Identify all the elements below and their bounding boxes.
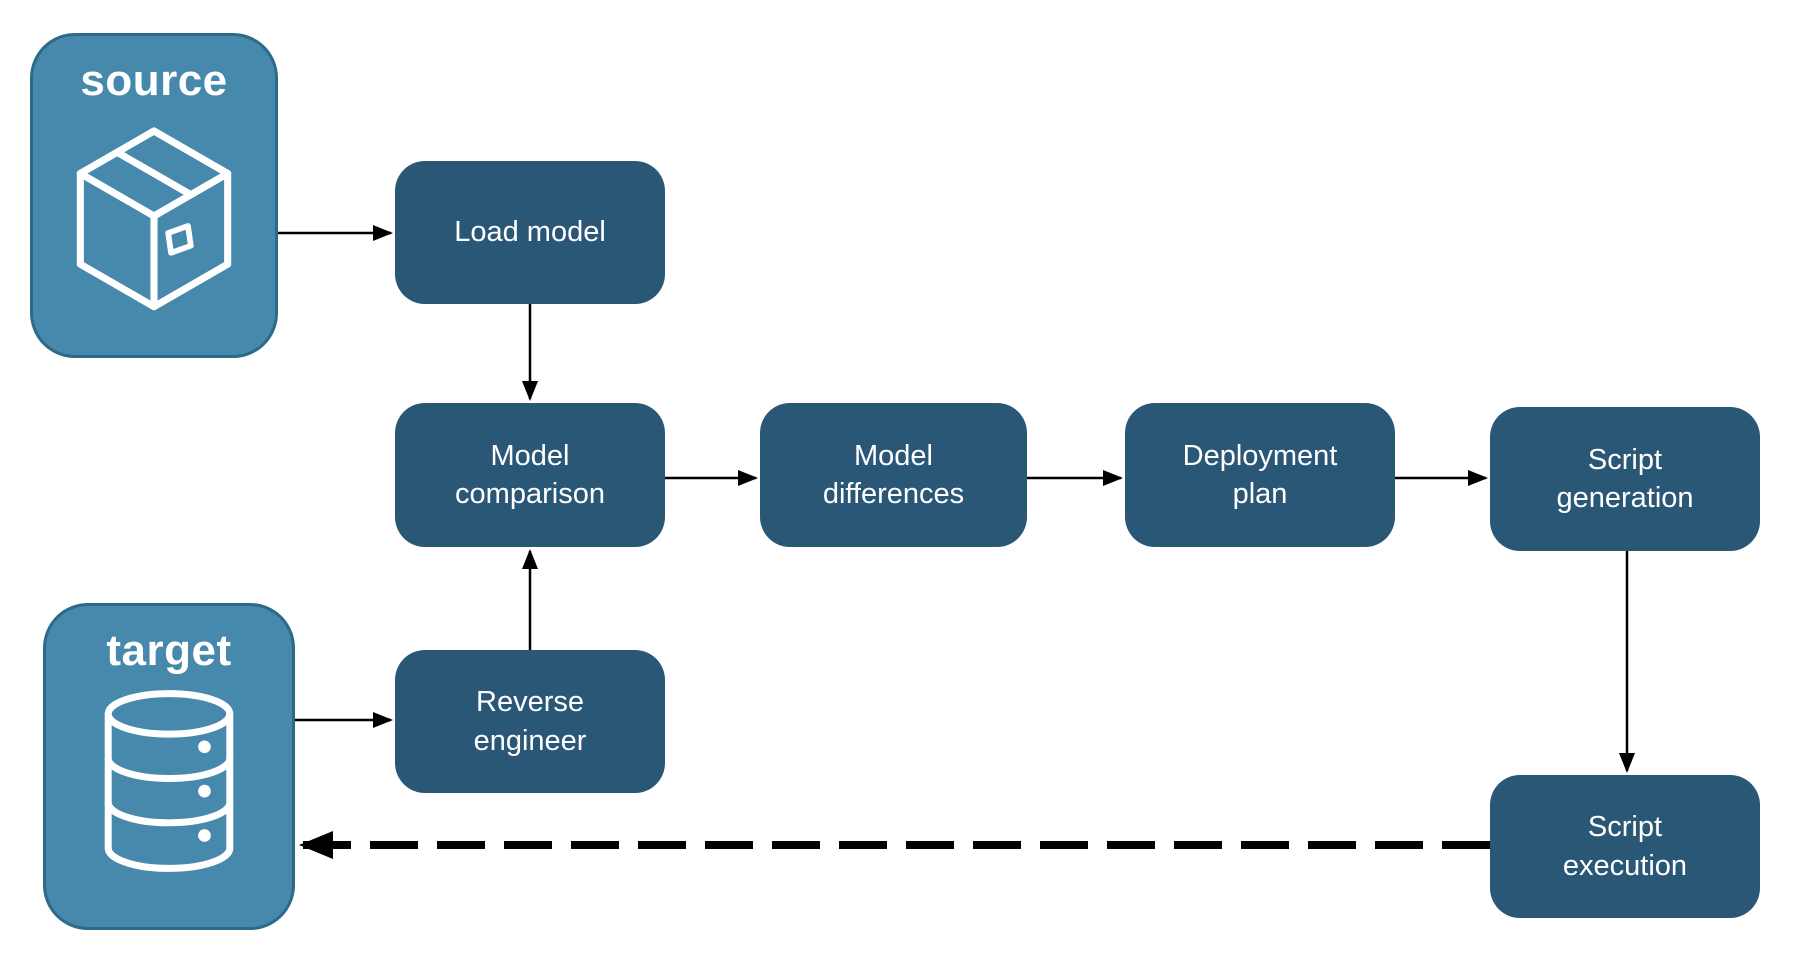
database-icon — [104, 690, 234, 872]
package-icon — [76, 127, 232, 311]
node-reverse-engineer: Reverse engineer — [395, 650, 665, 793]
source-node: source — [30, 33, 278, 358]
node-model-differences: Model differences — [760, 403, 1027, 547]
node-script-execution: Script execution — [1490, 775, 1760, 918]
node-load-model: Load model — [395, 161, 665, 304]
node-deployment-plan: Deployment plan — [1125, 403, 1395, 547]
node-model-comparison: Model comparison — [395, 403, 665, 547]
target-label: target — [106, 626, 232, 675]
source-label: source — [80, 56, 228, 105]
node-script-generation: Script generation — [1490, 407, 1760, 551]
target-node: target — [43, 603, 295, 930]
